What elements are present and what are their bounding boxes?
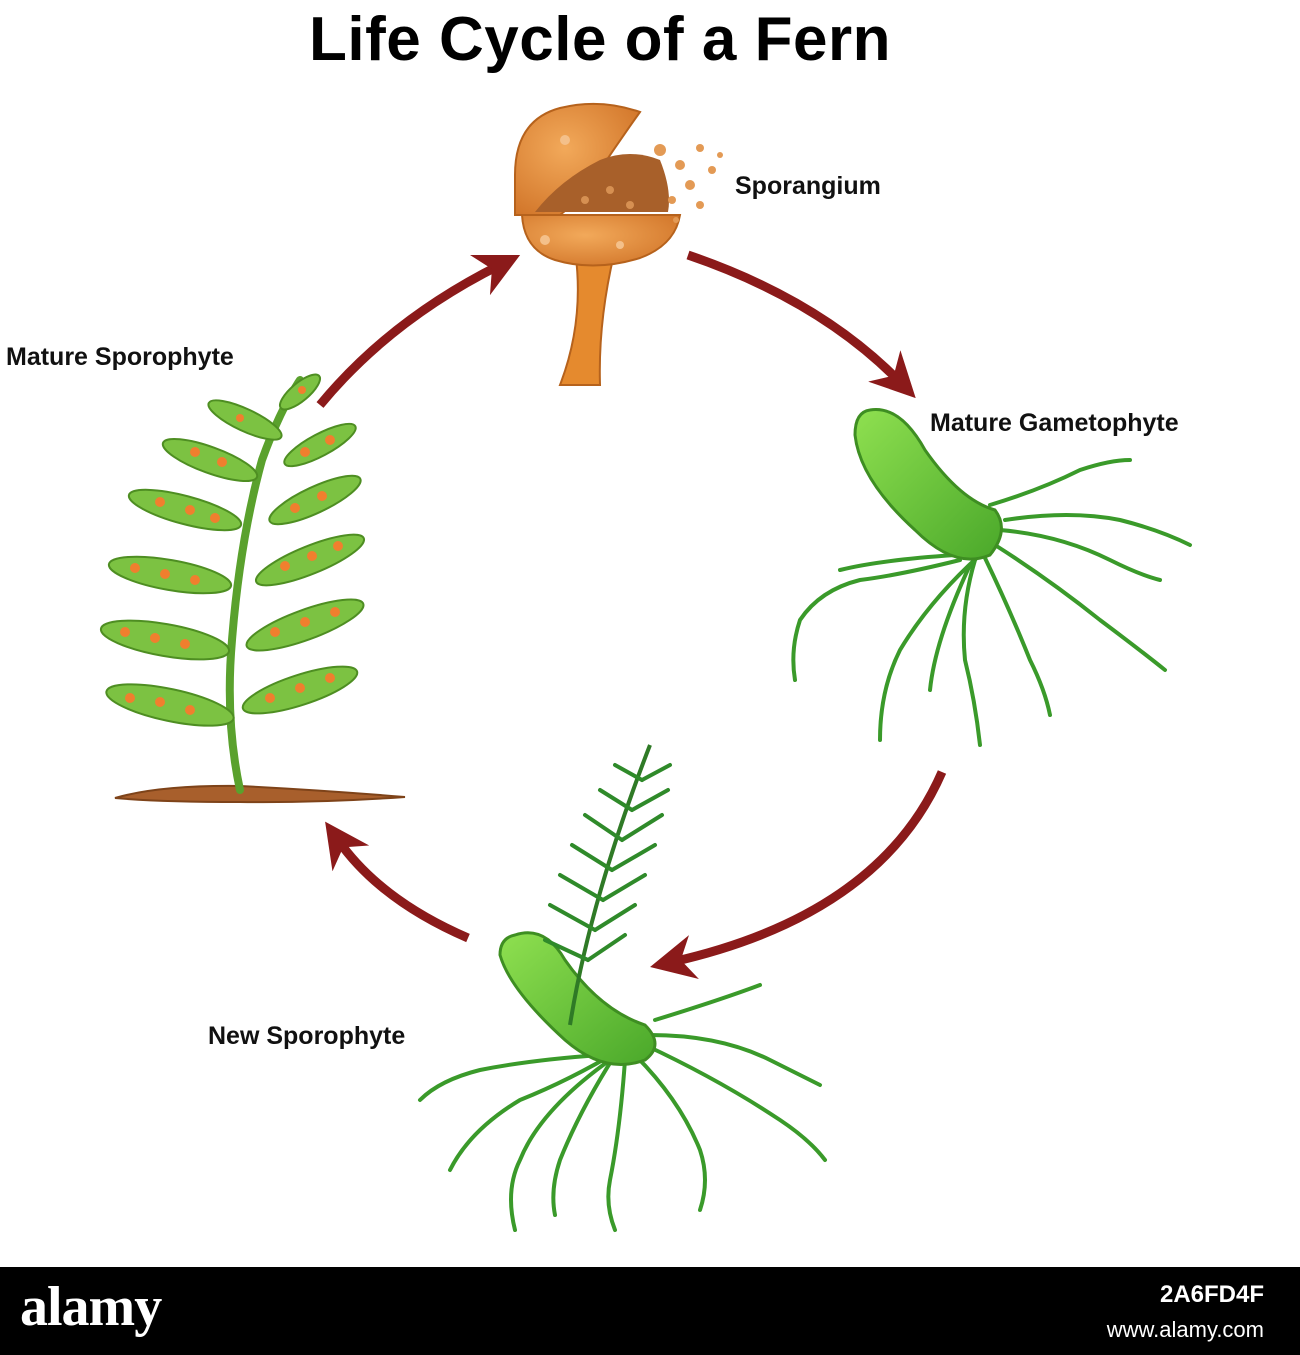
stock-id: 2A6FD4F — [1159, 1281, 1264, 1308]
arrow-sporangium-to-gametophyte — [686, 250, 916, 399]
mature-sporophyte-illustration — [99, 373, 406, 804]
site-url: www.alamy.com — [1106, 1317, 1264, 1342]
mature-gametophyte-illustration — [791, 408, 1192, 747]
page-title: Life Cycle of a Fern — [309, 5, 891, 74]
label-mature-gametophyte: Mature Gametophyte — [930, 409, 1179, 437]
brand-logo: alamy — [20, 1276, 162, 1338]
watermark-footer: alamy 2A6FD4F www.alamy.com — [0, 1267, 1300, 1355]
cycle-arrows — [316, 250, 947, 979]
sporangium-illustration — [514, 102, 723, 386]
arrow-new-sporophyte-to-mature — [325, 821, 470, 943]
label-new-sporophyte: New Sporophyte — [208, 1022, 406, 1050]
label-mature-sporophyte: Mature Sporophyte — [6, 343, 234, 371]
life-cycle-diagram — [99, 102, 1192, 1232]
new-sporophyte-illustration — [418, 744, 827, 1232]
sori-dots — [120, 386, 343, 715]
arrow-sporophyte-to-sporangium — [316, 254, 521, 408]
label-sporangium: Sporangium — [735, 172, 881, 200]
arrow-gametophyte-to-new-sporophyte — [650, 770, 947, 979]
